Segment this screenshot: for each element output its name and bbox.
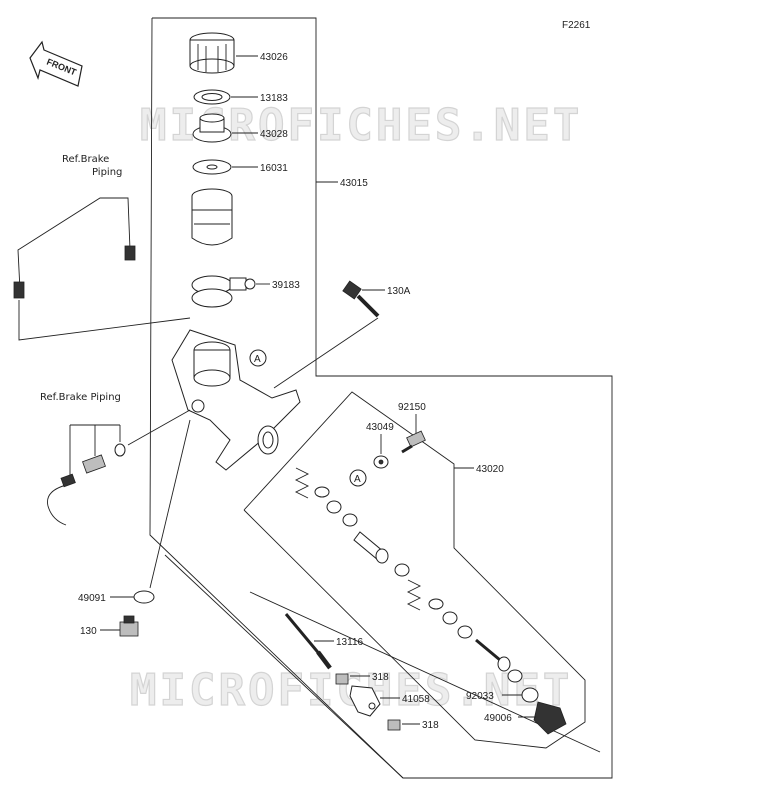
- clevis-41058: [349, 685, 381, 717]
- label-92033: 92033: [466, 691, 494, 702]
- washer-49091: [133, 590, 155, 604]
- plate-13183: [193, 89, 231, 105]
- figure-code: F2261: [562, 20, 591, 31]
- label-318-upper: 318: [372, 672, 389, 683]
- label-16031: 16031: [260, 163, 288, 174]
- hose-clamp-39183: [191, 275, 256, 308]
- front-arrow-icon: FRONT: [29, 40, 83, 87]
- label-43015: 43015: [340, 178, 368, 189]
- nut-318-upper: [335, 673, 349, 685]
- plug-130: [119, 615, 139, 637]
- assembly-boundary-43015: [149, 17, 613, 779]
- reservoir-body: [191, 188, 233, 246]
- brake-pipe-upper: [13, 197, 136, 299]
- label-43049: 43049: [366, 422, 394, 433]
- label-92150: 92150: [398, 402, 426, 413]
- label-43020: 43020: [476, 464, 504, 475]
- label-49091: 49091: [78, 593, 106, 604]
- label-130a: 130A: [387, 286, 411, 297]
- label-41058: 41058: [402, 694, 430, 705]
- circlip-92033: [521, 687, 539, 703]
- cap-43049: [373, 455, 389, 469]
- label-13116: 13116: [336, 637, 364, 648]
- reservoir-cap-43026: [189, 32, 235, 74]
- ref-brake-piping-upper-line1: Ref.Brake: [62, 154, 109, 165]
- diaphragm-43028: [192, 113, 232, 143]
- bleeder-valve-92150: [401, 430, 426, 454]
- callout-a-label-2: A: [354, 474, 361, 485]
- callout-a-label: A: [254, 354, 261, 365]
- label-318-lower: 318: [422, 720, 439, 731]
- master-cylinder-body: [171, 329, 301, 471]
- brake-pipe-lower: [47, 443, 126, 526]
- label-130: 130: [80, 626, 97, 637]
- nut-318-lower: [387, 719, 401, 731]
- washer-16031: [192, 159, 232, 175]
- label-13183: 13183: [260, 93, 288, 104]
- label-49006: 49006: [484, 713, 512, 724]
- label-43028: 43028: [260, 129, 288, 140]
- callout-a-circle-2: [349, 469, 367, 487]
- boundary-diagonal: [164, 554, 404, 779]
- ref-brake-piping-upper-line2: Piping: [92, 167, 122, 178]
- push-rod-13116: [284, 613, 332, 670]
- label-39183: 39183: [272, 280, 300, 291]
- watermark-bottom: MICROFICHES.NET: [130, 665, 572, 716]
- assembly-boundary-43020: [243, 391, 586, 749]
- label-43026: 43026: [260, 52, 288, 63]
- callout-a-circle: [249, 349, 267, 367]
- ref-brake-piping-lower: Ref.Brake Piping: [40, 392, 121, 403]
- internal-kit-parts: [294, 467, 523, 683]
- ref-leader-upper: [18, 300, 191, 341]
- bolt-130a: [342, 280, 380, 318]
- watermark-top: MICROFICHES.NET: [140, 100, 582, 151]
